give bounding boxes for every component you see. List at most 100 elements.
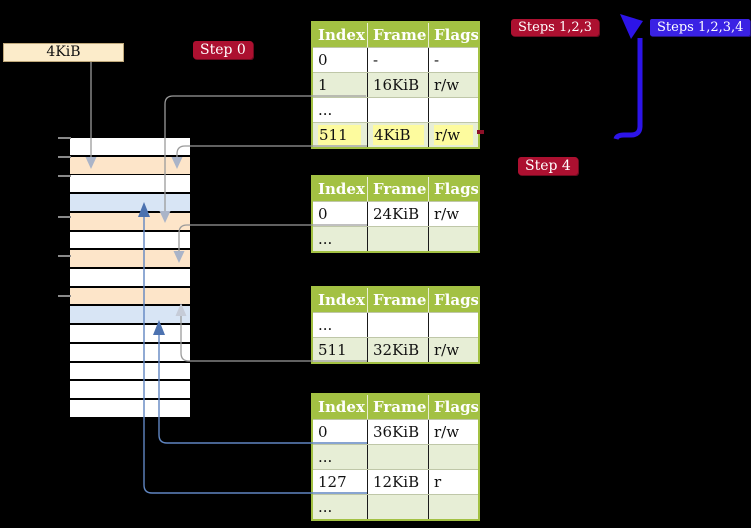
column-header-frame: Frame bbox=[367, 23, 428, 47]
memory-tick bbox=[58, 137, 71, 139]
frame-size-label: 4KiB bbox=[3, 43, 124, 62]
table-cell bbox=[428, 445, 478, 469]
column-header-flags: Flags bbox=[428, 395, 478, 419]
big-loop-arrow bbox=[613, 38, 643, 140]
table-cell: 0 bbox=[318, 423, 328, 441]
table-cell: r/w bbox=[428, 338, 478, 362]
column-header-flags: Flags bbox=[428, 177, 478, 201]
table-cell: ... bbox=[318, 101, 333, 119]
table-cell bbox=[367, 98, 428, 122]
table-cell: 511 bbox=[318, 341, 347, 359]
memory-frame-row bbox=[70, 268, 190, 286]
table-cell bbox=[367, 445, 428, 469]
memory-frame-row bbox=[70, 231, 190, 249]
table-cell: ... bbox=[318, 448, 333, 466]
table-cell bbox=[367, 227, 428, 251]
memory-frame-row bbox=[70, 250, 190, 268]
memory-frame-row bbox=[70, 175, 190, 193]
table-cell bbox=[428, 227, 478, 251]
table-cell bbox=[428, 313, 478, 337]
table-cell: - bbox=[428, 48, 478, 72]
table-cell: 12KiB bbox=[367, 470, 428, 494]
table-cell: 16KiB bbox=[367, 73, 428, 97]
table-cell: 36KiB bbox=[367, 420, 428, 444]
memory-tick bbox=[58, 255, 71, 257]
table-cell: 1 bbox=[318, 76, 328, 94]
table-row: ... bbox=[313, 444, 478, 469]
table-cell: r/w bbox=[428, 123, 478, 147]
memory-tick bbox=[58, 175, 71, 177]
table-row: ... bbox=[313, 312, 478, 337]
table-cell bbox=[367, 313, 428, 337]
memory-tick bbox=[58, 156, 71, 158]
badge-steps-1-2-3: Steps 1,2,3 bbox=[511, 19, 600, 36]
table-row: ... bbox=[313, 494, 478, 519]
table-cell: r bbox=[428, 470, 478, 494]
table-cell: 24KiB bbox=[367, 202, 428, 226]
highlighted-value: r/w bbox=[434, 125, 474, 145]
highlighted-value: 4KiB bbox=[373, 125, 424, 145]
table-cell: r/w bbox=[428, 73, 478, 97]
memory-frame-row bbox=[70, 212, 190, 230]
badge-steps-1-2-3-4: Steps 1,2,3,4 bbox=[650, 19, 751, 36]
table-cell: - bbox=[367, 48, 428, 72]
table-cell: ... bbox=[318, 498, 333, 516]
column-header-flags: Flags bbox=[428, 23, 478, 47]
memory-tick bbox=[58, 295, 71, 297]
highlighted-value: 511 bbox=[318, 125, 361, 145]
memory-tick bbox=[58, 216, 71, 218]
table-row: ... bbox=[313, 226, 478, 251]
column-header-frame: Frame bbox=[367, 395, 428, 419]
table-cell: ... bbox=[318, 316, 333, 334]
table-cell: 0 bbox=[318, 205, 328, 223]
memory-frame-row bbox=[70, 138, 190, 155]
table-row: 511 4KiB r/w bbox=[313, 122, 478, 147]
table-row: ... bbox=[313, 97, 478, 122]
memory-frame-row bbox=[70, 362, 190, 380]
table-cell: r/w bbox=[428, 420, 478, 444]
column-header-index: Index bbox=[318, 291, 365, 309]
column-header-index: Index bbox=[318, 398, 365, 416]
table-cell: 4KiB bbox=[367, 123, 428, 147]
memory-frame-row bbox=[70, 343, 190, 361]
badge-step-0: Step 0 bbox=[193, 41, 253, 59]
table-cell: 511 bbox=[313, 123, 367, 147]
big-loop-arrowhead-icon bbox=[620, 14, 643, 39]
table-cell: r/w bbox=[428, 202, 478, 226]
table-row: 0 -- bbox=[313, 47, 478, 72]
column-header-frame: Frame bbox=[367, 177, 428, 201]
table-cell: ... bbox=[318, 230, 333, 248]
memory-frame-row bbox=[70, 194, 190, 211]
column-header-flags: Flags bbox=[428, 288, 478, 312]
column-header-frame: Frame bbox=[367, 288, 428, 312]
table-cell bbox=[367, 495, 428, 519]
badge-step-4: Step 4 bbox=[518, 157, 578, 175]
memory-frame-row bbox=[70, 399, 190, 417]
memory-frame-row bbox=[70, 306, 190, 324]
red-tick-mark bbox=[477, 130, 484, 134]
memory-frame-row bbox=[70, 287, 190, 305]
table-cell: 32KiB bbox=[367, 338, 428, 362]
memory-frame-row bbox=[70, 156, 190, 174]
table-cell: 0 bbox=[318, 51, 328, 69]
table-cell bbox=[428, 98, 478, 122]
table-cell: 127 bbox=[318, 473, 347, 491]
column-header-index: Index bbox=[318, 180, 365, 198]
memory-frame-row bbox=[70, 381, 190, 399]
table-cell bbox=[428, 495, 478, 519]
memory-frame-row bbox=[70, 325, 190, 342]
